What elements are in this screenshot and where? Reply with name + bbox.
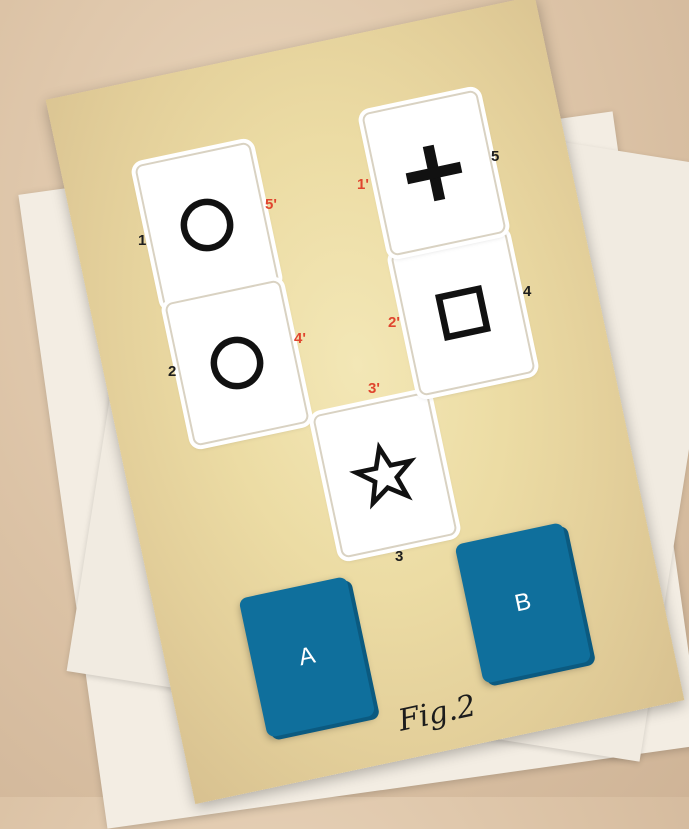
card-4-alt-label: 2' — [388, 314, 400, 331]
card-2-alt-label: 4' — [294, 330, 306, 347]
card-1-alt-label: 5' — [265, 196, 277, 213]
card-3 — [312, 391, 458, 558]
card-4-label: 4 — [523, 283, 531, 300]
card-2-label: 2 — [168, 363, 176, 380]
card-5-alt-label: 1' — [357, 176, 369, 193]
card-5 — [361, 89, 507, 256]
figure-caption: Fig.2 — [395, 688, 479, 739]
deck-a: A — [238, 576, 375, 738]
card-5-label: 5 — [491, 148, 499, 165]
deck-a-label: A — [296, 642, 317, 673]
circle-icon — [163, 181, 251, 269]
deck-b-label: B — [512, 588, 533, 619]
card-2 — [164, 279, 310, 446]
diagram-layout: 1 5' 2 4' 3' 3 4 2' 5 1' A B Fig. — [0, 0, 689, 797]
card-3-alt-label: 3' — [368, 380, 380, 397]
card-4 — [390, 229, 536, 396]
deck-b: B — [454, 522, 591, 684]
circle-icon — [193, 319, 281, 407]
square-icon — [419, 269, 507, 357]
star-icon — [341, 431, 429, 519]
plus-icon — [390, 129, 478, 217]
card-3-label: 3 — [395, 548, 403, 565]
card-1-label: 1 — [138, 232, 146, 249]
